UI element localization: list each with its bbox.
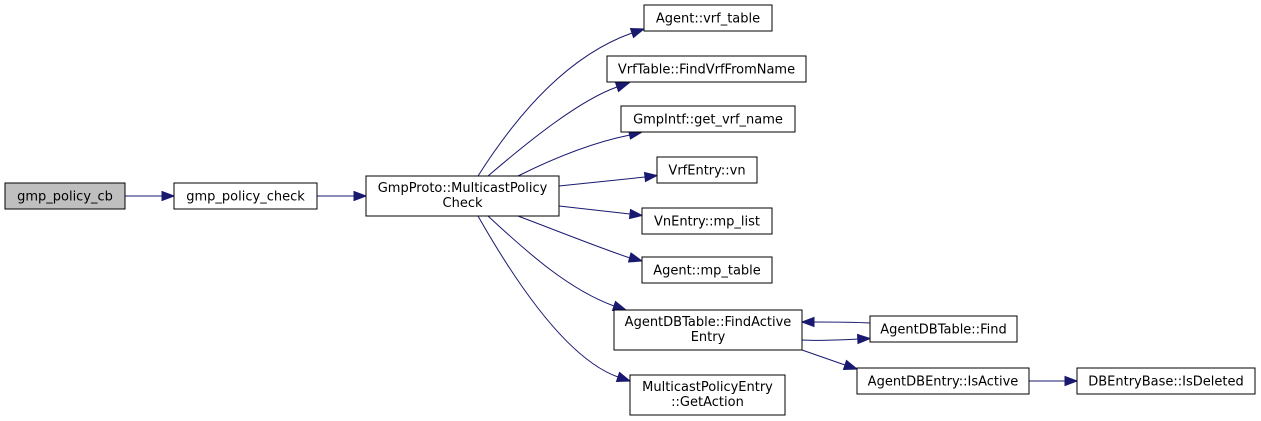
node-label: DBEntryBase::IsDeleted xyxy=(1088,375,1244,390)
node-dbentrybase-is-deleted[interactable]: DBEntryBase::IsDeleted xyxy=(1076,367,1256,395)
node-gmp-policy-cb[interactable]: gmp_policy_cb xyxy=(4,182,126,210)
node-agent-mp-table[interactable]: Agent::mp_table xyxy=(641,256,773,284)
node-agent-vrf-table[interactable]: Agent::vrf_table xyxy=(643,4,773,32)
node-label-line-2: Entry xyxy=(691,330,726,345)
node-multicast-policy-check[interactable]: GmpProto::MulticastPolicy Check xyxy=(365,175,560,217)
node-label-line-1: GmpProto::MulticastPolicy xyxy=(378,181,548,196)
node-label-line-1: AgentDBTable::FindActive xyxy=(625,315,792,330)
node-multicastpolicyentry-get-action[interactable]: MulticastPolicyEntry ::GetAction xyxy=(629,374,786,416)
node-gmp-policy-check[interactable]: gmp_policy_check xyxy=(173,182,318,210)
node-label-line-2: Check xyxy=(443,196,483,211)
node-label: VrfEntry::vn xyxy=(668,164,745,179)
node-gmpintf-get-vrf-name[interactable]: GmpIntf::get_vrf_name xyxy=(620,105,796,133)
edge-is-active-to-is-deleted xyxy=(1029,375,1079,387)
edge-find-active-entry-to-is-active xyxy=(801,349,859,371)
edge-find-active-entry-to-find xyxy=(801,333,872,345)
node-vrfentry-vn[interactable]: VrfEntry::vn xyxy=(656,156,758,184)
node-label: VrfTable::FindVrfFromName xyxy=(618,63,795,78)
edge-mpc-to-vrfentry-vn xyxy=(558,171,659,187)
edge-mpc-to-agent-mp-table xyxy=(517,215,644,263)
node-label: GmpIntf::get_vrf_name xyxy=(633,113,783,128)
edge-mpc-to-get-action xyxy=(477,215,632,383)
edge-cb-to-check xyxy=(125,190,176,202)
edge-check-to-multicast-policy-check xyxy=(317,190,368,202)
edge-mpc-to-find-active-entry xyxy=(487,215,628,312)
nodes: gmp_policy_cb gmp_policy_check GmpProto:… xyxy=(4,4,1256,416)
node-label: gmp_policy_cb xyxy=(17,190,113,205)
node-label-line-1: MulticastPolicyEntry xyxy=(642,380,773,395)
node-agentdbtable-find-active-entry[interactable]: AgentDBTable::FindActive Entry xyxy=(613,309,803,351)
node-agentdbtable-find[interactable]: AgentDBTable::Find xyxy=(869,315,1018,343)
node-agentdbentry-is-active[interactable]: AgentDBEntry::IsActive xyxy=(856,367,1030,395)
node-vnentry-mp-list[interactable]: VnEntry::mp_list xyxy=(641,207,773,235)
node-label: Agent::vrf_table xyxy=(656,12,760,27)
node-label-line-2: ::GetAction xyxy=(671,395,744,410)
node-label: Agent::mp_table xyxy=(653,264,761,279)
node-vrftable-find-vrf-from-name[interactable]: VrfTable::FindVrfFromName xyxy=(606,55,807,83)
edge-mpc-to-agent-vrf-table xyxy=(477,27,646,177)
node-label: AgentDBTable::Find xyxy=(880,323,1006,338)
edges xyxy=(125,27,1079,387)
edge-mpc-to-find-vrf-from-name xyxy=(487,81,631,177)
node-label: AgentDBEntry::IsActive xyxy=(868,375,1019,390)
node-label: gmp_policy_check xyxy=(186,190,305,205)
edge-mpc-to-vnentry-mp-list xyxy=(558,205,644,220)
node-label: VnEntry::mp_list xyxy=(654,215,760,230)
edge-find-to-find-active-entry xyxy=(800,316,871,328)
